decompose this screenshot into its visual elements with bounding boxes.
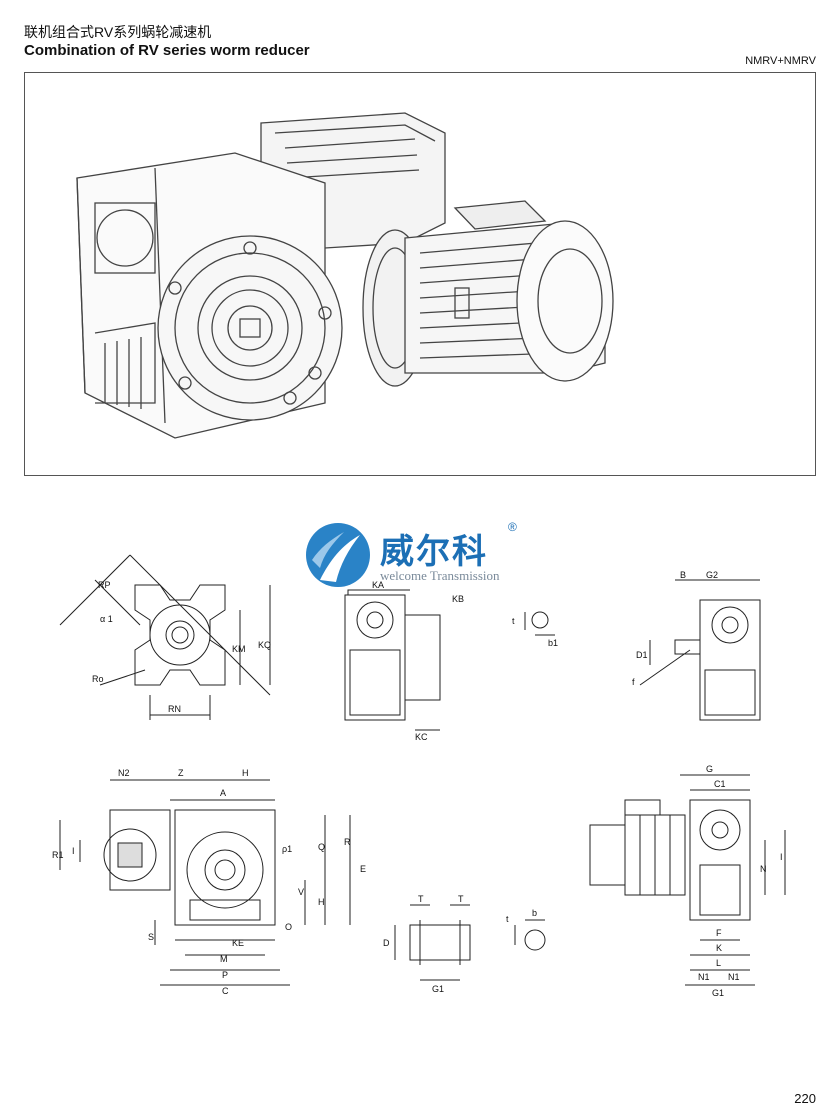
dim-label-ro: Ro (92, 674, 104, 684)
dim-label-b: B (680, 570, 686, 580)
model-code: NMRV+NMRV (745, 55, 816, 67)
product-illustration-frame (24, 72, 816, 476)
dim-label-t-right: T (458, 894, 464, 904)
dim-label-n2: N2 (118, 768, 130, 778)
dimension-drawings-svg: RP α 1 Ro KM KQ RN KA KB KC t b1 B G2 D1… (52, 554, 786, 998)
dim-label-b-key: b (532, 908, 537, 918)
dim-label-kb: KB (452, 594, 464, 604)
dim-label-d1: D1 (636, 650, 648, 660)
dim-label-km: KM (232, 644, 246, 654)
dim-label-h-side: H (318, 897, 325, 907)
company-logo: 威尔科 ® welcome Transmission (300, 520, 540, 590)
title-en: Combination of RV series worm reducer (24, 42, 310, 59)
dim-label-g1-shaft: G1 (432, 984, 444, 994)
dim-label-n1-right: N1 (728, 972, 740, 982)
shaft-view-drawing (639, 579, 761, 721)
dim-label-rho1: ρ1 (282, 844, 292, 854)
dim-label-ke: KE (232, 938, 244, 948)
dim-label-z: Z (178, 768, 184, 778)
dim-label-kc: KC (415, 732, 428, 742)
dim-label-q: Q (318, 842, 325, 852)
dim-label-t-small: t (512, 616, 515, 626)
front-view-drawing (59, 779, 351, 986)
dim-label-e: E (360, 864, 366, 874)
dim-label-f: f (632, 677, 635, 687)
motor-view-drawing (589, 774, 786, 986)
dim-label-rn: RN (168, 704, 181, 714)
dim-label-f-motor: F (716, 928, 722, 938)
dim-label-i-front: I (72, 846, 75, 856)
hollow-shaft-drawing (394, 904, 471, 981)
dim-label-c: C (222, 986, 229, 996)
side-view-drawing (344, 589, 441, 731)
dim-label-p: P (222, 970, 228, 980)
keyway-large-drawing (514, 919, 546, 951)
title-cn: 联机组合式RV系列蜗轮减速机 (24, 24, 212, 40)
dim-label-m: M (220, 954, 228, 964)
dim-label-o: O (285, 922, 292, 932)
dim-label-l: L (716, 958, 721, 968)
technical-drawings: RP α 1 Ro KM KQ RN KA KB KC t b1 B G2 D1… (0, 500, 840, 1060)
worm-reducer-illustration (76, 112, 614, 439)
dim-label-i-motor: I (780, 852, 783, 862)
dim-label-t-key: t (506, 914, 509, 924)
dim-label-r1: R1 (52, 850, 64, 860)
dim-label-alpha1: α 1 (100, 614, 113, 624)
dim-label-a: A (220, 788, 226, 798)
flange-view-drawing (59, 554, 271, 720)
keyway-small-drawing (524, 611, 555, 636)
dim-label-h-top: H (242, 768, 249, 778)
dim-label-ka: KA (372, 580, 384, 590)
dim-label-g-motor: G (706, 764, 713, 774)
logo-registered-mark: ® (508, 520, 517, 534)
dim-label-g2: G2 (706, 570, 718, 580)
dim-label-r: R (344, 837, 351, 847)
dim-label-d: D (383, 938, 390, 948)
dim-label-t-left: T (418, 894, 424, 904)
dim-label-c1: C1 (714, 779, 726, 789)
dim-label-k: K (716, 943, 722, 953)
dim-label-n1-left: N1 (698, 972, 710, 982)
dim-label-rp: RP (98, 580, 111, 590)
logo-name-en: welcome Transmission (380, 568, 500, 583)
dim-label-s: S (148, 932, 154, 942)
dim-label-n: N (760, 864, 767, 874)
logo-name-cn: 威尔科 (380, 532, 488, 572)
logo-mark-icon (306, 523, 370, 587)
dim-label-kq: KQ (258, 640, 271, 650)
dim-label-v: V (298, 887, 304, 897)
dim-label-b1: b1 (548, 638, 558, 648)
page-number: 220 (794, 1091, 816, 1106)
dim-label-g1-motor: G1 (712, 988, 724, 998)
